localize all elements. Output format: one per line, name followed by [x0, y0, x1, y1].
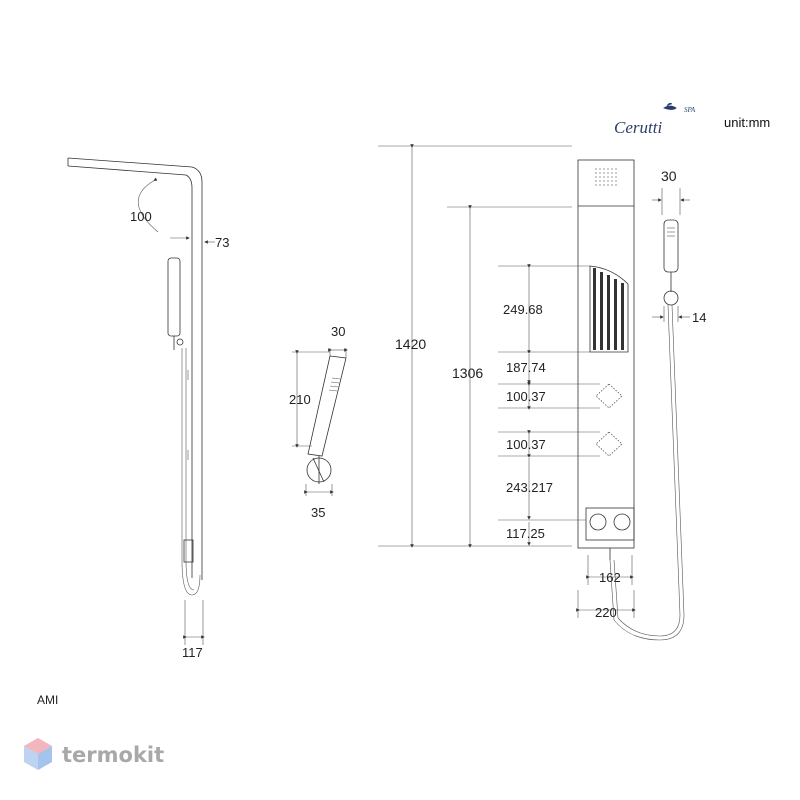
front-dim-187: 187.74 — [506, 360, 546, 375]
front-dim-243: 243.217 — [506, 480, 553, 495]
brand-logo: Cerutti SPA — [614, 102, 696, 137]
front-dim-220: 220 — [595, 605, 617, 620]
side-dim-100: 100 — [130, 209, 152, 224]
watermark-text: termokit — [62, 743, 164, 767]
front-view: 1420 1306 249.68 187.74 100.37 100.37 24… — [378, 144, 706, 641]
hand-dim-35: 35 — [311, 505, 325, 520]
front-dim-117: 117.25 — [506, 526, 545, 541]
waterfall-slots-icon — [593, 268, 624, 350]
side-view: 100 73 117 — [67, 157, 229, 660]
hand-dim-210: 210 — [289, 392, 311, 407]
front-dim-1420: 1420 — [395, 336, 426, 352]
front-dim-249: 249.68 — [503, 302, 543, 317]
front-dim-1306: 1306 — [452, 365, 483, 381]
side-dim-73: 73 — [215, 235, 229, 250]
front-dim-162: 162 — [599, 570, 621, 585]
hand-shower-detail: 30 210 35 — [289, 324, 348, 520]
front-dim-100a: 100.37 — [506, 389, 546, 404]
hand-dim-30: 30 — [331, 324, 345, 339]
nozzle-grid — [328, 377, 341, 392]
rain-nozzle-icon — [595, 168, 617, 188]
front-dim-30: 30 — [661, 168, 677, 184]
front-dim-100b: 100.37 — [506, 437, 546, 452]
front-dim-14: 14 — [692, 310, 706, 325]
watermark-logo: termokit — [24, 738, 164, 770]
unit-label: unit:mm — [724, 115, 770, 130]
brand-sup: SPA — [684, 106, 696, 114]
body-jet-icon — [595, 383, 623, 409]
cube-icon — [24, 738, 52, 770]
bird-icon — [663, 102, 677, 110]
body-jet-icon — [595, 431, 623, 457]
brand-name: Cerutti — [614, 118, 662, 137]
model-label: AMI — [37, 693, 58, 707]
side-dim-117: 117 — [182, 645, 203, 660]
